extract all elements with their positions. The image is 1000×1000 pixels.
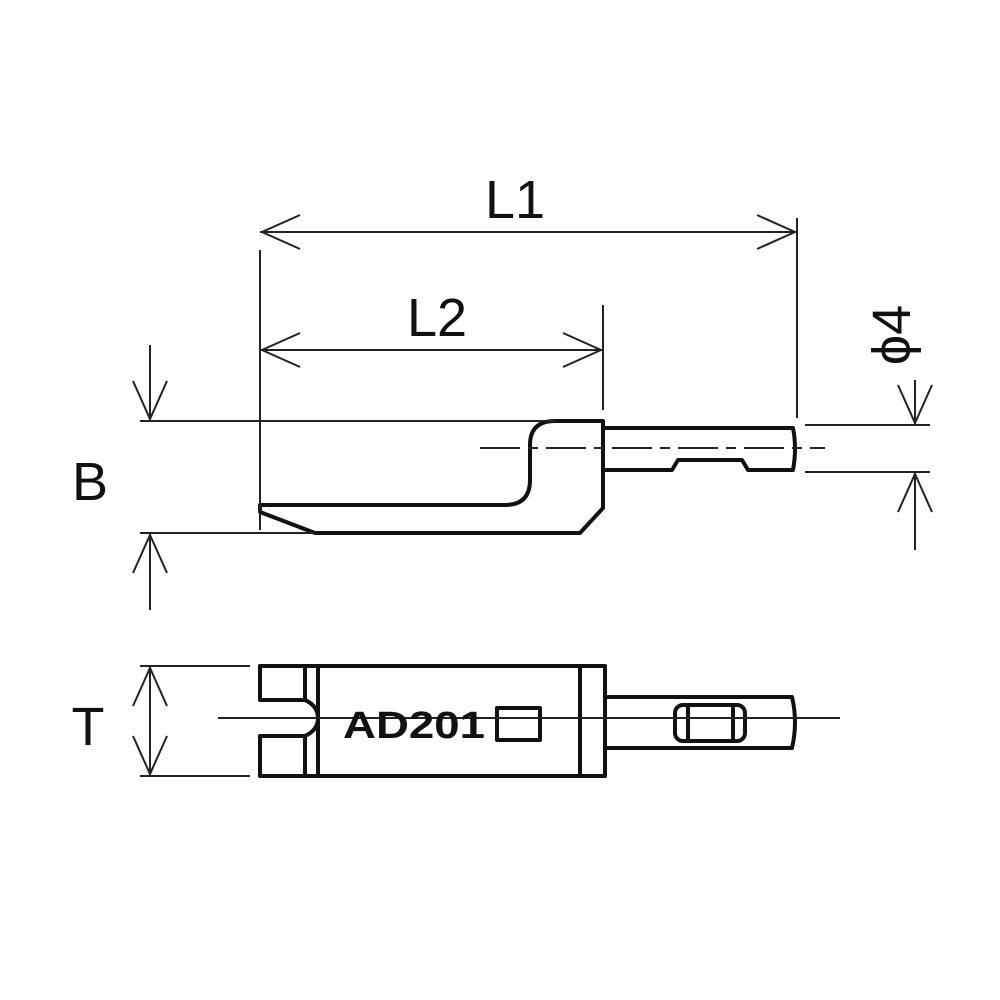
pin-shaft: [601, 426, 797, 472]
top-view: AD201 T: [72, 664, 840, 778]
dimension-l2: L2: [259, 288, 604, 368]
dimension-l1: L1: [259, 170, 798, 250]
pin-groove: [673, 703, 747, 743]
dimension-t: T: [72, 665, 250, 777]
label-b: B: [72, 452, 108, 512]
label-l2: L2: [407, 288, 467, 348]
dimension-diameter: ϕ4: [862, 305, 933, 550]
part-marking: AD201: [343, 705, 485, 747]
label-diameter: ϕ4: [862, 305, 922, 365]
label-l1: L1: [485, 170, 545, 230]
marking-box: [495, 706, 542, 742]
blade-body: [258, 419, 605, 535]
label-t: T: [72, 697, 105, 757]
dimension-b: B: [72, 345, 168, 610]
side-view: L1 L2 B ϕ4: [72, 170, 933, 610]
pin-shaft-top: [603, 695, 797, 750]
